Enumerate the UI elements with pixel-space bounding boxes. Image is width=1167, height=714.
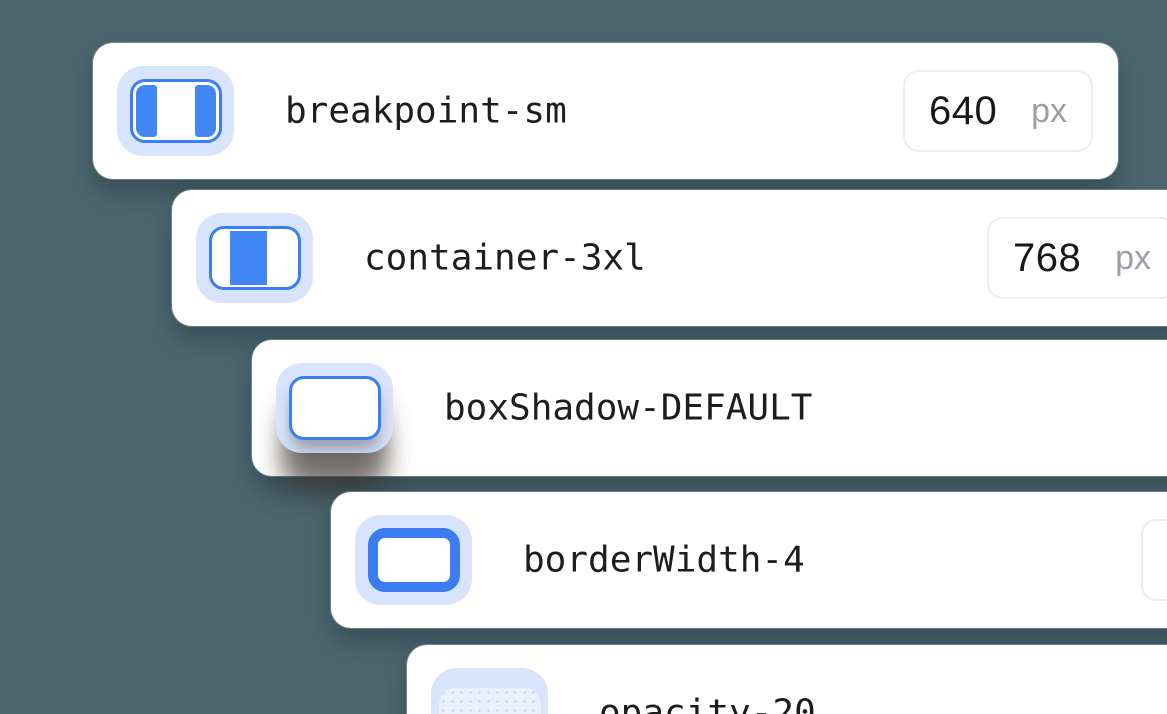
breakpoint-icon-right-bar [194, 85, 216, 137]
value-input[interactable]: 4 px [1141, 519, 1167, 601]
token-card-borderwidth-4[interactable]: borderWidth-4 4 px [331, 492, 1167, 628]
breakpoint-icon-left-bar [135, 85, 157, 137]
box-shadow-icon-frame [288, 376, 381, 440]
token-label: boxShadow-DEFAULT [444, 387, 813, 429]
unit-label: px [1115, 238, 1151, 277]
container-icon-block [230, 231, 267, 285]
token-card-container-3xl[interactable]: container-3xl 768 px [172, 190, 1167, 326]
box-shadow-icon [276, 363, 393, 453]
value-number: 640 [929, 88, 998, 133]
value-input[interactable]: 768 px [987, 217, 1167, 299]
token-label: breakpoint-sm [285, 90, 567, 132]
token-card-opacity-20[interactable]: opacity-20 [407, 645, 1167, 714]
token-label: container-3xl [364, 237, 646, 279]
breakpoint-icon-frame [129, 79, 222, 143]
container-icon [196, 213, 313, 303]
value-input[interactable]: 640 px [903, 70, 1093, 152]
border-width-icon-frame [367, 528, 460, 592]
border-width-icon [355, 515, 472, 605]
token-card-breakpoint-sm[interactable]: breakpoint-sm 640 px [93, 43, 1118, 179]
unit-label: px [1031, 91, 1067, 130]
breakpoint-icon [117, 66, 234, 156]
token-label: borderWidth-4 [523, 539, 805, 581]
token-label: opacity-20 [599, 692, 816, 714]
token-card-boxshadow-default[interactable]: boxShadow-DEFAULT [252, 340, 1167, 476]
container-icon-frame [208, 226, 301, 290]
value-number: 768 [1013, 235, 1082, 280]
opacity-icon [431, 668, 548, 714]
opacity-icon-swatch [438, 688, 541, 714]
